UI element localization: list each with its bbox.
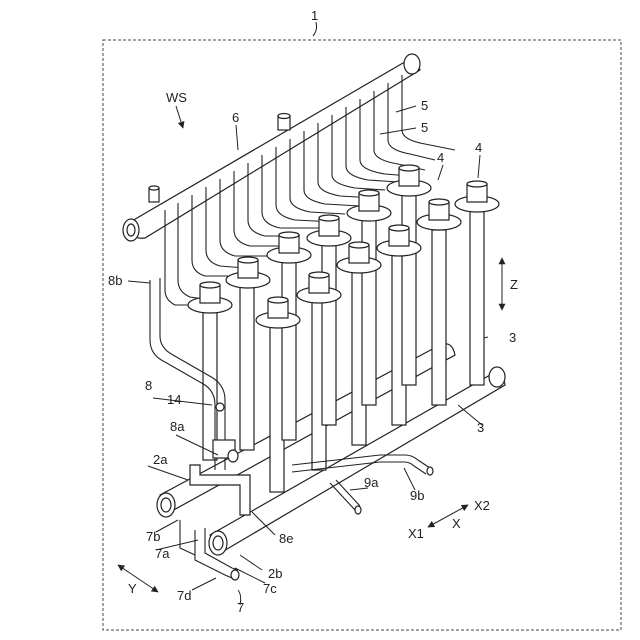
label-7b: 7b	[146, 529, 160, 544]
label-8: 8	[145, 378, 152, 393]
label-7: 7	[237, 600, 244, 615]
label-X: X	[452, 516, 461, 531]
label-1: 1	[311, 8, 318, 23]
label-7c: 7c	[263, 581, 277, 596]
label-Y: Y	[128, 581, 137, 596]
tube-head	[267, 232, 311, 263]
label-2b: 2b	[268, 566, 282, 581]
label-3a: 3	[509, 330, 516, 345]
label-5b: 5	[421, 120, 428, 135]
x-axis-arrow	[428, 505, 468, 527]
label-8b: 8b	[108, 273, 122, 288]
label-14: 14	[167, 392, 181, 407]
return-pipe	[150, 278, 250, 515]
tube-head	[417, 199, 461, 230]
label-6: 6	[232, 110, 239, 125]
label-8e: 8e	[279, 531, 293, 546]
tube-head	[307, 215, 351, 246]
label-X1: X1	[408, 526, 424, 541]
label-9a: 9a	[364, 475, 379, 490]
label-2a: 2a	[153, 452, 168, 467]
label-Z: Z	[510, 277, 518, 292]
ws-arrow	[176, 106, 183, 128]
label-3b: 3	[477, 420, 484, 435]
label-9b: 9b	[410, 488, 424, 503]
label-8a: 8a	[170, 419, 185, 434]
label-WS: WS	[166, 90, 187, 105]
tube-heads	[188, 165, 499, 328]
label-7d: 7d	[177, 588, 191, 603]
tube-head	[455, 181, 499, 212]
label-7a: 7a	[155, 546, 170, 561]
label-4b: 4	[475, 140, 482, 155]
y-axis-arrow	[118, 565, 158, 592]
label-X2: X2	[474, 498, 490, 513]
tube-head	[226, 257, 270, 288]
label-4a: 4	[437, 150, 444, 165]
label-5a: 5	[421, 98, 428, 113]
